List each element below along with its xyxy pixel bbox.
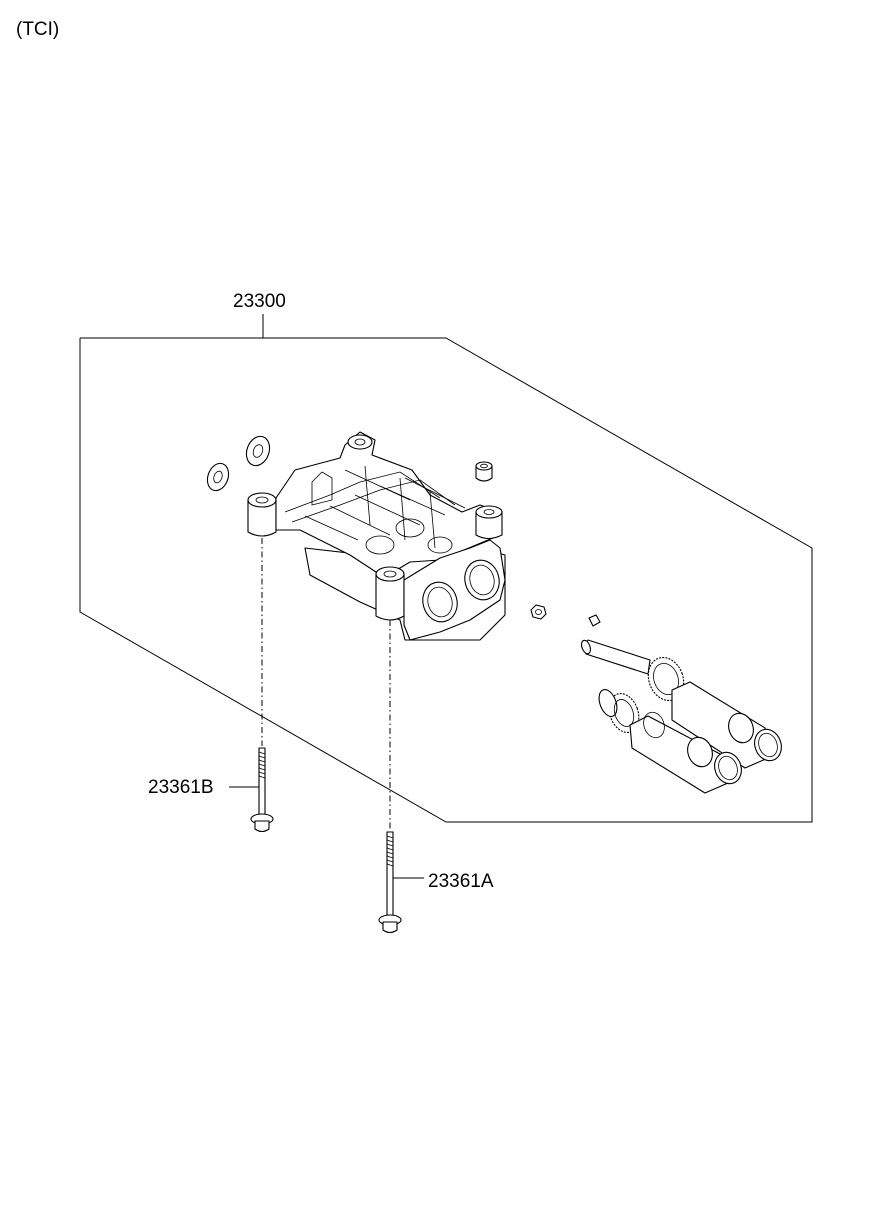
woodruff-key <box>588 614 601 627</box>
washer-right <box>245 435 271 467</box>
dowel-sleeve <box>475 461 493 482</box>
callout-bolt-b: 23361B <box>148 777 214 798</box>
small-nut <box>530 604 547 620</box>
bolt-a <box>378 831 402 934</box>
callout-assembly: 23300 <box>233 291 286 312</box>
callout-bolt-a: 23361A <box>428 871 494 892</box>
balance-shaft-housing <box>247 431 506 641</box>
washer-left <box>206 462 230 492</box>
variant-note: (TCI) <box>16 19 60 40</box>
bolt-b <box>250 747 274 833</box>
assembly-boundary <box>79 314 813 823</box>
balance-shafts <box>580 639 782 794</box>
